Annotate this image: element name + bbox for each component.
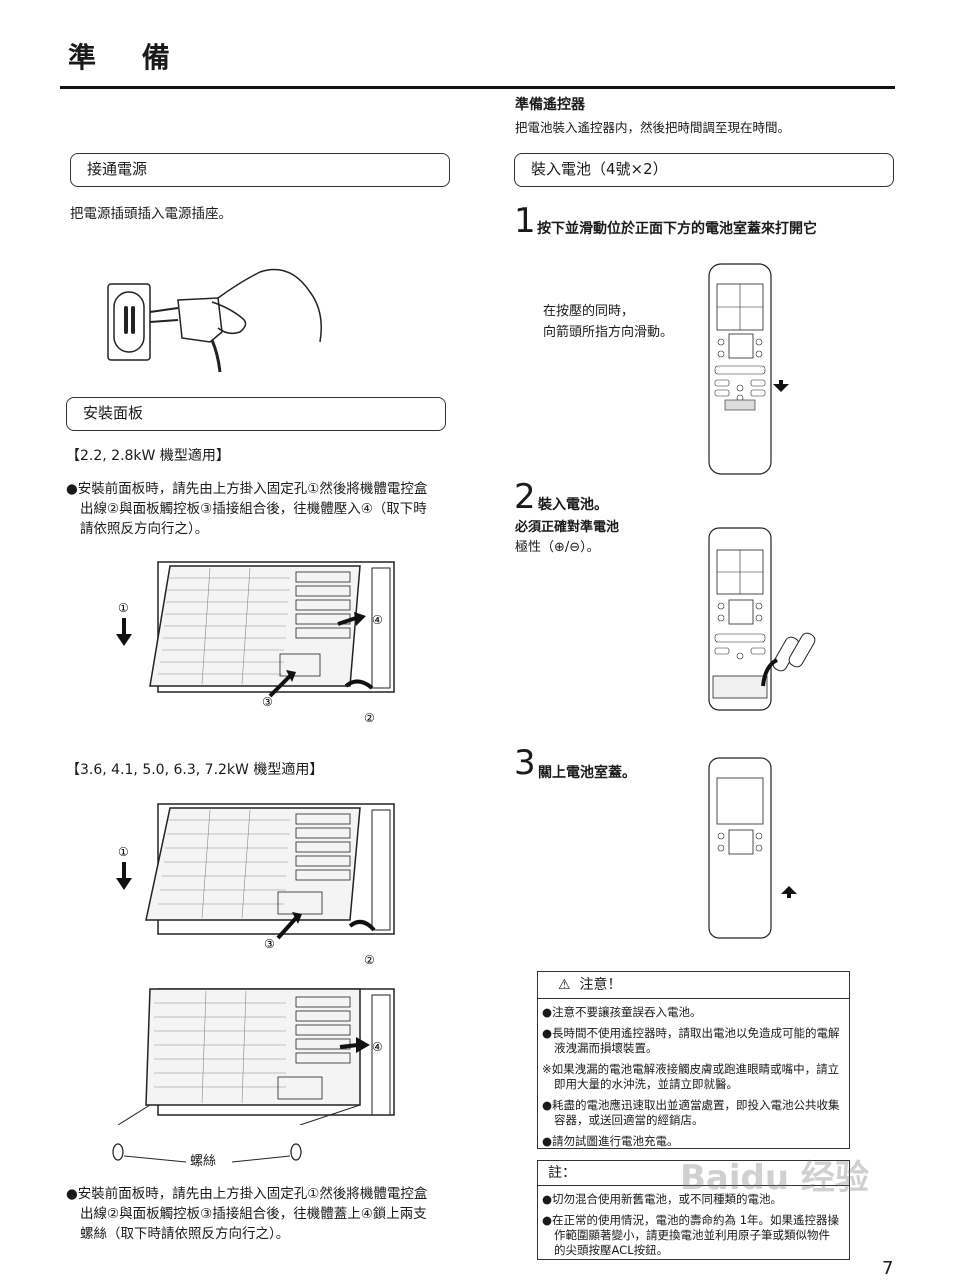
header-rule (60, 86, 895, 89)
caution-box: ⚠ 注意！ ●注意不要讓孩童誤吞入電池。 ●長時間不使用遙控器時，請取出電池以免… (537, 971, 850, 1149)
battery-heading-box: 裝入電池（4號×2） (514, 153, 894, 187)
battery-heading: 裝入電池（4號×2） (531, 160, 668, 178)
caution-heading: 注意！ (579, 977, 622, 993)
ac-unit-illustration-b2: ④ (117, 988, 395, 1125)
remote-illustration-1 (708, 263, 789, 475)
ac-unit-illustration-b1: ① ③ ② (116, 803, 395, 967)
callout-4a: ④ (372, 613, 383, 627)
caution-item: ●耗盡的電池應迅速取出並適當處置，即投入電池公共收集容器，或送回適當的經銷店。 (542, 1098, 840, 1127)
model-b-label: 【3.6, 4.1, 5.0, 6.3, 7.2kW 機型適用】 (66, 762, 324, 778)
power-heading-box: 接通電源 (70, 153, 450, 187)
callout-2b: ② (364, 953, 375, 967)
model-b-text-2: 出線②與面板觸控板③插接組合後，往機體蓋上④鎖上兩支 (80, 1206, 427, 1222)
power-text: 把電源插頭插入電源插座。 (70, 206, 232, 222)
step2-note-2: 極性（⊕/⊖）。 (515, 540, 600, 555)
warning-icon: ⚠ (558, 977, 580, 993)
step1-note-1: 在按壓的同時， (543, 304, 635, 319)
remote-title: 準備遙控器 (515, 97, 585, 113)
callout-3b: ③ (264, 937, 275, 951)
model-a-text-1: ●安裝前面板時，請先由上方掛入固定孔①然後將機體電控盒 (66, 481, 428, 497)
note-item: ●在正常的使用情況，電池的壽命約為 1年。如果遙控器操作範圍顯著變小，請更換電池… (542, 1213, 840, 1257)
page-number: 7 (882, 1258, 894, 1279)
power-heading: 接通電源 (87, 160, 148, 178)
page-title: 準 備 (68, 41, 188, 74)
model-a-text-3: 請依照反方向行之）。 (80, 521, 209, 537)
caution-list: ●注意不要讓孩童誤吞入電池。 ●長時間不使用遙控器時，請取出電池以免造成可能的電… (538, 1005, 849, 1149)
caution-item: ※如果洩漏的電池電解液接觸皮膚或跑進眼睛或嘴中，請立即用大量的水沖洗，並請立即就… (542, 1062, 840, 1091)
step2-note-1: 必須正確對準電池 (515, 520, 620, 535)
note-box: 註： ●切勿混合使用新舊電池，或不同種類的電池。 ●在正常的使用情況，電池的壽命… (537, 1160, 850, 1260)
model-a-label: 【2.2, 2.8kW 機型適用】 (66, 448, 230, 464)
caution-item: ●請勿試圖進行電池充電。 (542, 1134, 679, 1148)
caution-item: ●長時間不使用遙控器時，請取出電池以免造成可能的電解液洩漏而損壞裝置。 (542, 1026, 840, 1055)
note-item: ●切勿混合使用新舊電池，或不同種類的電池。 (542, 1192, 783, 1206)
model-a-text-2: 出線②與面板觸控板③插接組合後，往機體壓入④（取下時 (80, 501, 427, 517)
screw-label: 螺絲 (190, 1154, 217, 1169)
step3-number: 3 (514, 743, 536, 783)
panel-heading: 安裝面板 (83, 404, 144, 422)
note-list: ●切勿混合使用新舊電池，或不同種類的電池。 ●在正常的使用情況，電池的壽命約為 … (538, 1192, 849, 1258)
panel-heading-box: 安裝面板 (66, 397, 446, 431)
caution-header: ⚠ 注意！ (538, 972, 849, 999)
callout-1a: ① (118, 601, 129, 615)
callout-3a: ③ (262, 695, 273, 709)
callout-2a: ② (364, 711, 375, 725)
step1-note-2: 向箭頭所指方向滑動。 (543, 325, 674, 340)
remote-illustration-3 (708, 757, 797, 939)
caution-item: ●注意不要讓孩童誤吞入電池。 (542, 1005, 702, 1019)
ac-unit-illustration-a: ① ④ ③ ② (116, 561, 395, 725)
model-b-text-3: 螺絲（取下時請依照反方向行之）。 (80, 1226, 290, 1242)
step1-number: 1 (514, 201, 536, 241)
callout-1b: ① (118, 845, 129, 859)
remote-illustration-2 (708, 527, 816, 711)
plug-illustration (107, 268, 322, 373)
callout-4b: ④ (372, 1040, 383, 1054)
model-b-text-1: ●安裝前面板時，請先由上方掛入固定孔①然後將機體電控盒 (66, 1186, 428, 1202)
step1-text: 按下並滑動位於正面下方的電池室蓋來打開它 (537, 221, 817, 237)
watermark: Baidu 经验 (680, 1158, 869, 1198)
step2-number: 2 (514, 477, 536, 517)
note-heading: 註： (538, 1161, 849, 1186)
remote-subtitle: 把電池裝入遙控器内，然後把時間調至現在時間。 (515, 120, 791, 135)
step3-text: 關上電池室蓋。 (538, 765, 636, 781)
step2-text: 裝入電池。 (538, 497, 608, 513)
screw-icons (112, 1143, 302, 1163)
